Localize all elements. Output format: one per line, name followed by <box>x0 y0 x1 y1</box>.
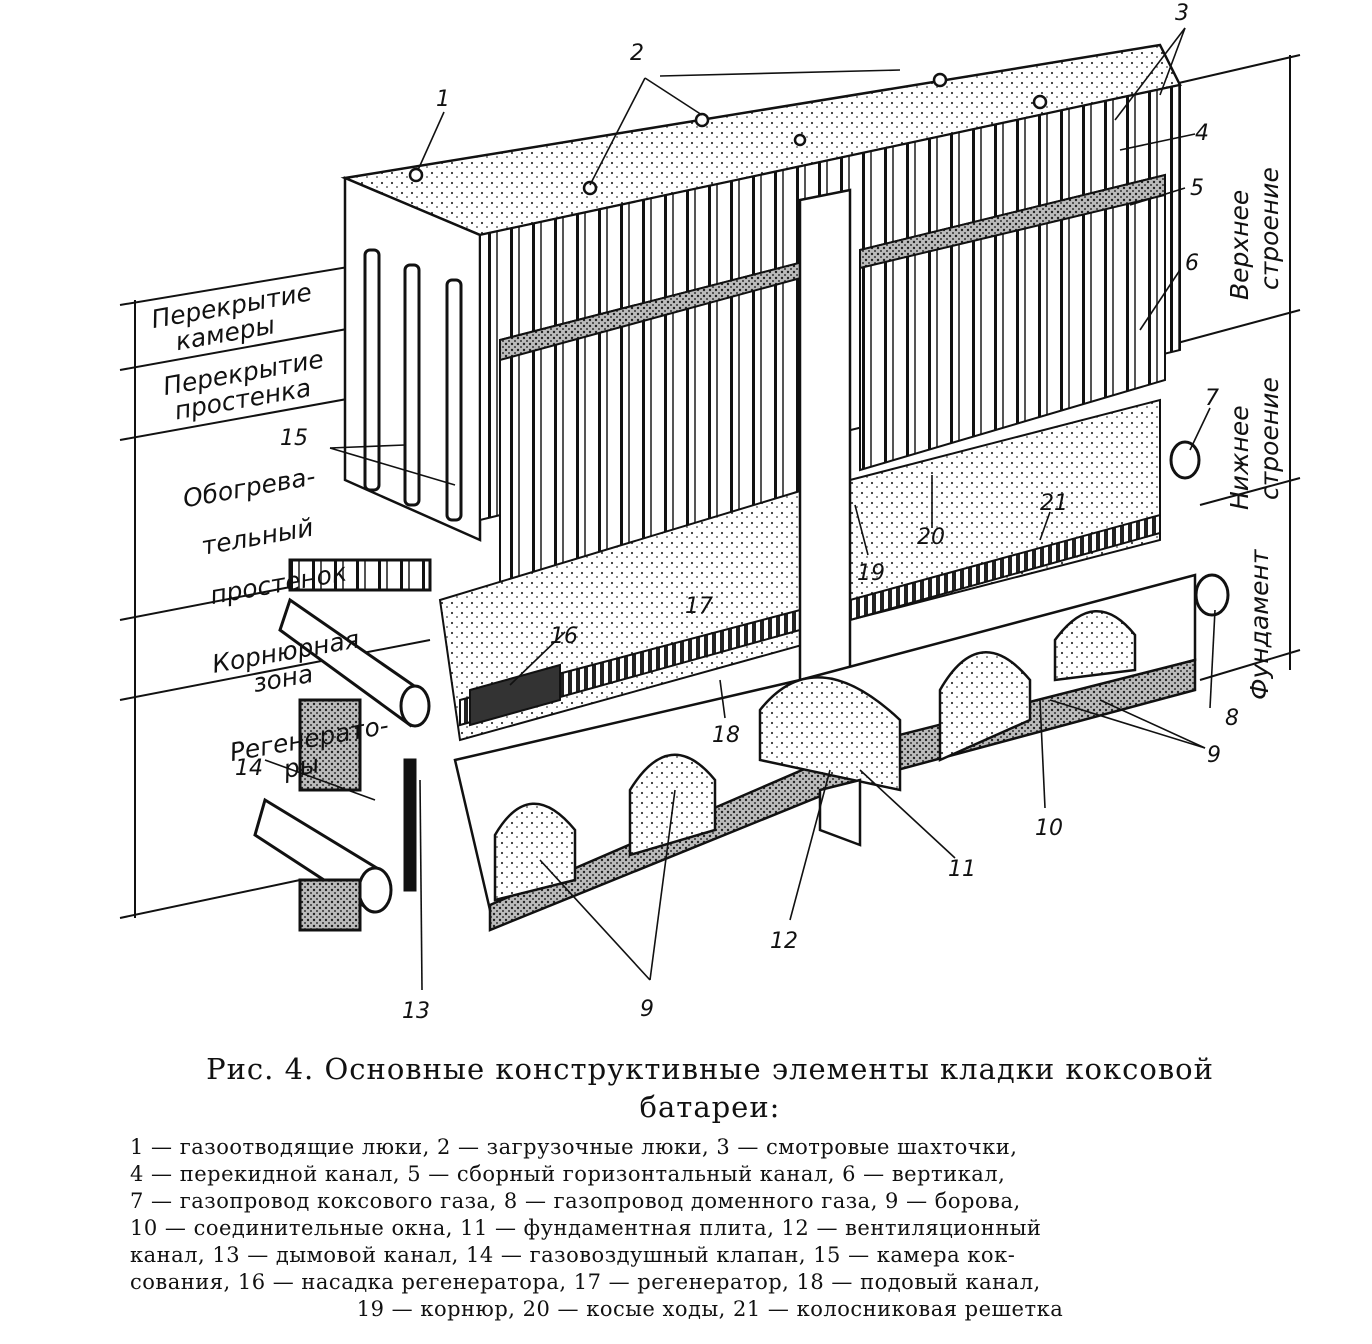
legend-line: 7 — газопровод коксового газа, 8 — газоп… <box>130 1189 1021 1213</box>
label-18: 18 <box>712 723 740 748</box>
label-12: 12 <box>770 929 798 954</box>
caption-title: Рис. 4. Основные конструктивные элементы… <box>130 1050 1290 1126</box>
zone-verkhnee-2: строение <box>1255 167 1284 290</box>
label-1: 1 <box>436 87 450 112</box>
figure-caption: Рис. 4. Основные конструктивные элементы… <box>130 1050 1290 1323</box>
zone-regeneratory-2: ры <box>280 749 321 784</box>
legend-line: 19 — корнюр, 20 — косые ходы, 21 — колос… <box>356 1297 1064 1321</box>
regenerator-area <box>438 398 1161 742</box>
coking-chambers <box>363 248 463 522</box>
caption-title-line-2: батареи: <box>639 1090 781 1124</box>
label-15: 15 <box>280 426 308 451</box>
legend-line: сования, 16 — насадка регенератора, 17 —… <box>130 1270 1041 1294</box>
central-column <box>798 188 852 702</box>
right-zone-labels: Верхнее строение Нижнее строение Фундаме… <box>1225 167 1284 700</box>
zone-fundament: Фундамент <box>1245 548 1274 700</box>
label-6: 6 <box>1185 251 1199 276</box>
zone-obogrevatelnyi-3: простенок <box>208 558 349 611</box>
label-5: 5 <box>1190 176 1204 201</box>
label-21: 21 <box>1040 491 1068 516</box>
legend-line: 1 — газоотводящие люки, 2 — загрузочные … <box>130 1135 1018 1159</box>
zone-nizhnee-1: Нижнее <box>1225 405 1254 510</box>
label-16: 16 <box>550 624 578 649</box>
zone-obogrevatelnyi-1: Обогрева- <box>181 461 318 513</box>
label-13: 13 <box>402 999 430 1024</box>
right-scale <box>1169 54 1301 681</box>
label-19: 19 <box>857 561 885 586</box>
label-20: 20 <box>917 525 945 550</box>
left-scale <box>119 244 481 919</box>
label-9-right: 9 <box>1207 743 1221 768</box>
label-3: 3 <box>1175 1 1189 26</box>
label-7: 7 <box>1205 386 1219 411</box>
leader-lines <box>264 27 1216 991</box>
label-2: 2 <box>630 41 644 66</box>
label-14: 14 <box>235 756 263 781</box>
zone-nizhnee-2: строение <box>1255 377 1284 500</box>
label-10: 10 <box>1035 816 1063 841</box>
heating-wall <box>499 173 1166 602</box>
coke-battery-diagram: 1 2 3 4 5 6 7 8 9 10 11 12 9 13 14 15 16… <box>119 1 1301 1024</box>
number-labels: 1 2 3 4 5 6 7 8 9 10 11 12 9 13 14 15 16… <box>235 1 1239 1024</box>
caption-legend: 1 — газоотводящие люки, 2 — загрузочные … <box>130 1134 1290 1323</box>
zone-obogrevatelnyi-2: тельный <box>199 513 315 561</box>
label-11: 11 <box>948 857 976 882</box>
caption-title-line-1: Рис. 4. Основные конструктивные элементы… <box>206 1052 1214 1086</box>
legend-line: 4 — перекидной канал, 5 — сборный горизо… <box>130 1162 1006 1186</box>
zone-verkhnee-1: Верхнее <box>1225 190 1254 300</box>
label-8: 8 <box>1225 706 1239 731</box>
label-9-bottom: 9 <box>640 997 654 1022</box>
legend-line: 10 — соединительные окна, 11 — фундамент… <box>130 1216 1042 1240</box>
gas-pipes <box>253 440 1230 932</box>
legend-line: канал, 13 — дымовой канал, 14 — газовозд… <box>130 1243 1016 1267</box>
label-4: 4 <box>1195 121 1209 146</box>
label-17: 17 <box>685 594 713 619</box>
